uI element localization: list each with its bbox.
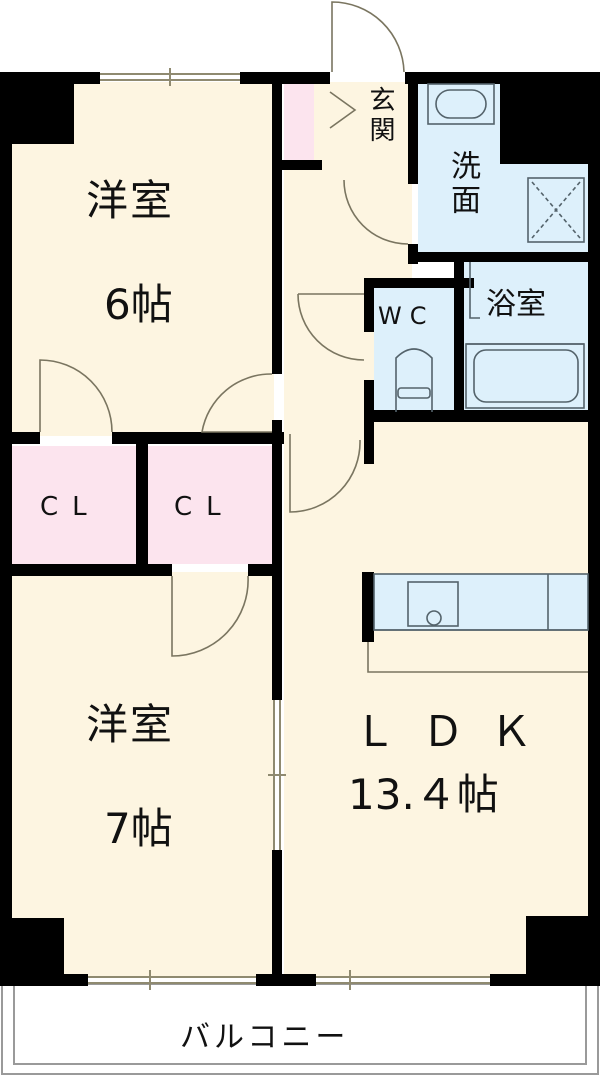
fixtures (373, 83, 589, 631)
room-floor-closet-1 (12, 446, 136, 564)
western-room-2-name: 洋室 (86, 700, 175, 749)
ldk-name: ＬＤＫ (354, 707, 559, 756)
room-floor-closet-2 (148, 446, 272, 564)
walls (0, 72, 600, 986)
entrance-label: 玄関 (365, 86, 395, 146)
western-room-1-area: 6帖 (104, 280, 173, 329)
windows (88, 68, 490, 990)
room-floor-toilet (374, 288, 454, 412)
room-floor-ldk (284, 420, 588, 976)
closet-1-label: CL (40, 492, 101, 522)
toilet-label: WC (378, 302, 435, 330)
ldk-area: 13.４帖 (348, 770, 499, 819)
room-floor-western-2 (12, 572, 274, 976)
kitchen-sink (407, 581, 459, 627)
western-room-1-name: 洋室 (86, 176, 175, 225)
bathroom-label: 浴室 (486, 287, 546, 322)
wash-basin (427, 83, 495, 125)
washing-machine-pan (527, 177, 585, 243)
western-room-2-area: 7帖 (104, 804, 173, 853)
shoe-cabinet (284, 82, 314, 162)
toilet-bowl (395, 348, 433, 412)
room-floor-bathroom (464, 262, 588, 412)
washroom-label: 洗面 (445, 150, 480, 218)
balcony-label: バルコニー (180, 1020, 350, 1055)
closet-2-label: CL (174, 492, 235, 522)
doors (39, 1, 588, 673)
kitchen-counter (373, 573, 589, 631)
